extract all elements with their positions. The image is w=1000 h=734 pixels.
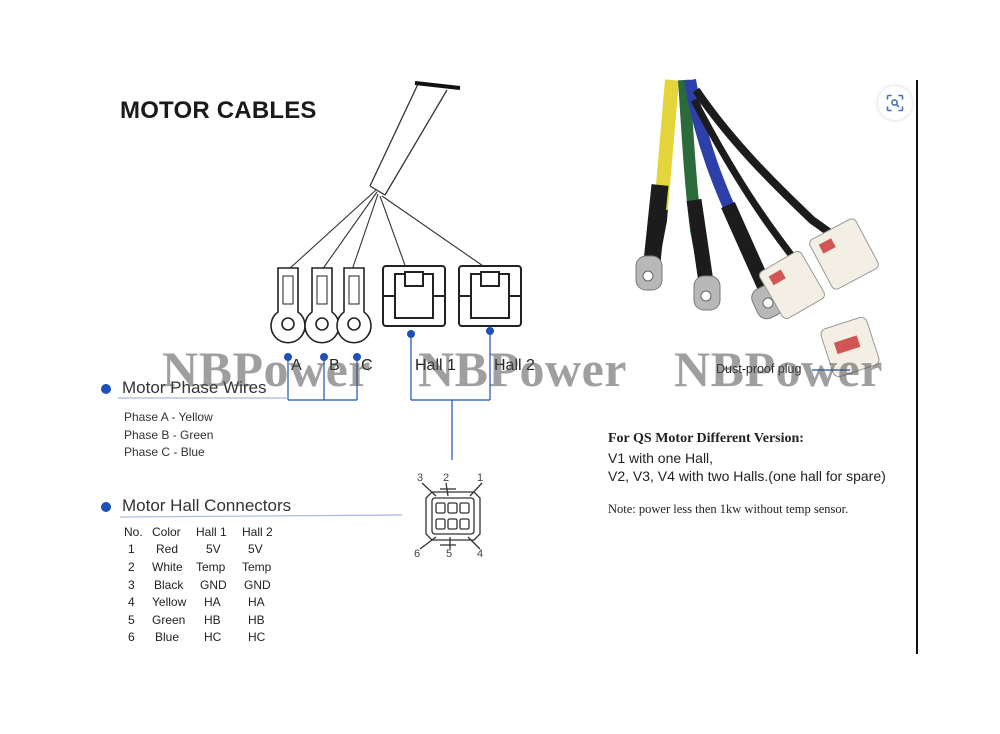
section-hall-connectors: Motor Hall Connectors bbox=[122, 496, 292, 515]
table-cell: 1 bbox=[128, 542, 135, 557]
watermark: NBPower bbox=[162, 341, 371, 397]
table-header-color: Color bbox=[152, 524, 181, 539]
visual-search-button[interactable] bbox=[878, 86, 912, 120]
notes-line2: V2, V3, V4 with two Halls.(one hall for … bbox=[608, 468, 886, 484]
notes-line3: Note: power less then 1kw without temp s… bbox=[608, 502, 849, 516]
notes-heading: For QS Motor Different Version: bbox=[608, 431, 804, 446]
phase-label-a: A bbox=[291, 357, 302, 374]
table-cell: Black bbox=[154, 577, 184, 592]
cable-sheath bbox=[369, 81, 461, 196]
photo-ring-lug-1 bbox=[635, 255, 663, 291]
table-cell: 4 bbox=[128, 595, 135, 610]
page-title: MOTOR CABLES bbox=[120, 97, 317, 124]
pin-number: 5 bbox=[446, 548, 453, 560]
table-cell: 3 bbox=[128, 577, 135, 592]
table-cell: Green bbox=[152, 612, 186, 627]
table-row: 1 Red 5V 5V bbox=[124, 541, 282, 559]
table-cell: HC bbox=[204, 630, 222, 645]
pin-number: 4 bbox=[477, 548, 484, 560]
phase-list: Phase A - Yellow Phase B - Green Phase C… bbox=[124, 409, 213, 462]
phase-label-c: C bbox=[361, 357, 373, 374]
phase-list-item: Phase A - Yellow bbox=[124, 410, 213, 424]
ring-terminal-a bbox=[270, 267, 306, 344]
table-header-hall1: Hall 1 bbox=[196, 524, 227, 539]
phase-label-b: B bbox=[329, 357, 340, 374]
table-cell: 5 bbox=[128, 612, 135, 627]
phase-list-item: Phase C - Blue bbox=[124, 445, 205, 460]
section-phase-wires: Motor Phase Wires bbox=[122, 378, 267, 397]
table-header-hall2: Hall 2 bbox=[242, 524, 273, 539]
table-header-no: No. bbox=[124, 524, 143, 539]
phase-link-lines bbox=[118, 358, 358, 401]
table-cell: Temp bbox=[196, 559, 226, 574]
table-cell: Red bbox=[156, 542, 179, 557]
table-cell: HA bbox=[248, 595, 265, 610]
notes-line1: V1 with one Hall, bbox=[608, 450, 714, 466]
table-cell: Blue bbox=[155, 630, 180, 645]
hall-label-1: Hall 1 bbox=[415, 357, 456, 374]
watermark: NBPower bbox=[674, 341, 883, 397]
watermark: NBPower bbox=[418, 341, 627, 397]
table-row: 4 Yellow HA HA bbox=[124, 593, 282, 611]
table-cell: HB bbox=[248, 612, 265, 627]
fan-out-wires bbox=[287, 189, 487, 271]
hall-connector-2-shape bbox=[458, 265, 522, 327]
dust-proof-plug-label: Dust-proof plug bbox=[716, 362, 802, 376]
table-cell: HB bbox=[204, 612, 221, 627]
table-cell: 5V bbox=[248, 542, 263, 557]
table-cell: HC bbox=[248, 630, 266, 645]
photo-hall-plug-2 bbox=[809, 218, 879, 290]
table-cell: HA bbox=[204, 595, 221, 610]
table-cell: Temp bbox=[242, 559, 272, 574]
pin-number: 6 bbox=[414, 548, 421, 560]
table-cell: Yellow bbox=[152, 595, 187, 610]
hall-link-lines bbox=[119, 330, 491, 518]
table-row: 2 White Temp Temp bbox=[124, 558, 282, 576]
pin-number: 1 bbox=[477, 472, 484, 484]
table-cell: 2 bbox=[128, 559, 135, 574]
table-cell: GND bbox=[200, 577, 227, 592]
ring-terminal-c bbox=[336, 267, 372, 344]
six-pin-connector-face bbox=[419, 482, 483, 550]
photo-hall-plug-1 bbox=[759, 250, 825, 320]
hall-pinout-table: No. Color Hall 1 Hall 2 1 Red 5V 5V 2 Wh… bbox=[124, 523, 282, 646]
table-row: 5 Green HB HB bbox=[124, 611, 282, 629]
cable-photo bbox=[635, 79, 880, 378]
photo-dust-plug bbox=[820, 316, 880, 378]
table-cell: 5V bbox=[206, 542, 221, 557]
pin-number: 3 bbox=[417, 472, 424, 484]
pin-number: 2 bbox=[443, 472, 450, 484]
hall-connector-1-shape bbox=[382, 265, 446, 327]
photo-ring-lug-2 bbox=[693, 275, 721, 311]
table-cell: GND bbox=[244, 577, 271, 592]
hall-label-2: Hall 2 bbox=[494, 357, 535, 374]
right-edge-rule bbox=[916, 80, 918, 654]
visual-search-icon bbox=[886, 94, 904, 112]
phase-list-item: Phase B - Green bbox=[124, 427, 214, 442]
table-cell: White bbox=[152, 559, 183, 574]
table-header-row: No. Color Hall 1 Hall 2 bbox=[124, 523, 282, 541]
table-row: 6 Blue HC HC bbox=[124, 629, 282, 647]
table-cell: 6 bbox=[128, 630, 135, 645]
table-row: 3 Black GND GND bbox=[124, 576, 282, 594]
ring-terminal-b bbox=[304, 267, 340, 344]
